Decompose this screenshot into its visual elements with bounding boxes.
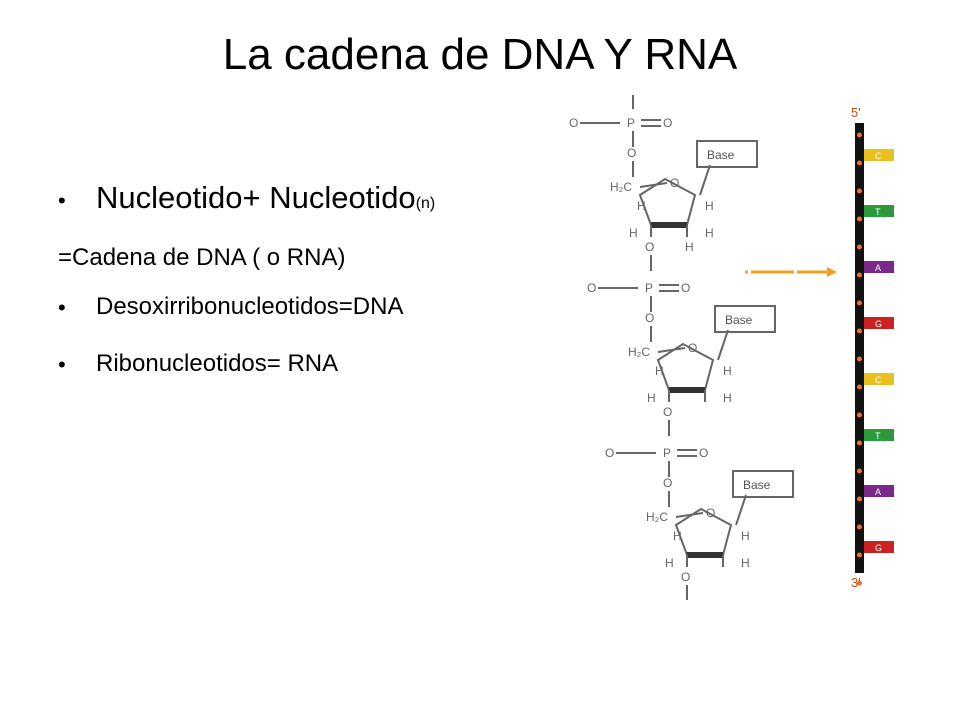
base-tag-C: [864, 373, 894, 385]
strand-node: [857, 216, 862, 222]
base-tag-T: [864, 429, 894, 441]
svg-text:H: H: [705, 226, 714, 240]
nucleotide-unit-3: O P O O H₂C O Base H H H H O: [605, 446, 794, 600]
svg-text:H: H: [665, 556, 674, 570]
strand-node: [857, 272, 862, 278]
svg-text:O: O: [587, 281, 596, 295]
strand-node: [857, 300, 862, 306]
bullet-dot: •: [58, 295, 66, 320]
svg-text:H: H: [673, 529, 682, 543]
strand-node: [857, 468, 862, 474]
strand-node: [857, 356, 862, 362]
base-tag-letter: C: [875, 151, 882, 161]
base-tag-letter: A: [875, 487, 881, 497]
base-tag-T: [864, 205, 894, 217]
svg-text:P: P: [663, 446, 671, 460]
svg-text:O: O: [681, 570, 690, 584]
svg-text:O: O: [699, 446, 708, 460]
strand-node: [857, 412, 862, 418]
strand-node: [857, 328, 862, 334]
base-tag-letter: A: [875, 263, 881, 273]
svg-text:H: H: [741, 556, 750, 570]
svg-text:O: O: [706, 506, 715, 520]
svg-text:O: O: [605, 446, 614, 460]
strand-node: [857, 524, 862, 530]
base-tag-A: [864, 261, 894, 273]
svg-text:O: O: [663, 116, 672, 130]
base-tag-letter: C: [875, 375, 882, 385]
slide-title: La cadena de DNA Y RNA: [222, 30, 738, 79]
text-chain-result: =Cadena de DNA ( o RNA): [58, 244, 346, 271]
svg-text:H: H: [685, 240, 694, 254]
svg-text:H: H: [705, 199, 714, 213]
base-tag-letter: G: [875, 543, 882, 553]
svg-text:O: O: [627, 146, 636, 160]
svg-text:O: O: [569, 116, 578, 130]
svg-text:H: H: [629, 226, 638, 240]
svg-text:P: P: [627, 116, 635, 130]
svg-text:O: O: [670, 176, 679, 190]
bullet-dot: •: [58, 188, 66, 213]
subscript-n: (n): [415, 195, 436, 212]
svg-text:O: O: [663, 405, 672, 419]
base-tag-letter: G: [875, 319, 882, 329]
strand-node: [857, 160, 862, 166]
strand-node: [857, 580, 862, 586]
base-tag-letter: T: [875, 431, 881, 441]
svg-text:H: H: [741, 529, 750, 543]
base-label: Base: [743, 478, 771, 492]
svg-text:H: H: [723, 364, 732, 378]
svg-text:P: P: [645, 281, 653, 295]
svg-text:H₂C: H₂C: [610, 180, 632, 194]
base-tag-C: [864, 149, 894, 161]
five-prime-label: 5': [851, 105, 861, 120]
dna-strand: [855, 123, 864, 573]
strand-node: [857, 552, 862, 558]
svg-text:H₂C: H₂C: [628, 345, 650, 359]
svg-text:H: H: [723, 391, 732, 405]
strand-node: [857, 188, 862, 194]
base-tag-G: [864, 317, 894, 329]
strand-node: [857, 244, 862, 250]
sugar-phosphate-backbone: O P O O H₂C O Base H H H H O: [569, 95, 794, 600]
strand-node: [857, 440, 862, 446]
svg-text:H: H: [647, 391, 656, 405]
bullet-text-dna: Desoxirribonucleotidos=DNA: [96, 293, 404, 320]
strand-node: [857, 132, 862, 138]
nucleotide-unit-1: O P O O H₂C O Base H H H H O: [569, 95, 758, 271]
nucleotide-unit-2: O P O O H₂C O Base H H H H O: [587, 281, 776, 436]
bullet-dot: •: [58, 352, 66, 377]
arrow-icon: [745, 267, 837, 277]
three-prime-label: 3': [851, 575, 861, 590]
svg-text:O: O: [688, 341, 697, 355]
base-tag-A: [864, 485, 894, 497]
strand-node: [857, 384, 862, 390]
strand-base-tags: C T A G C T A G: [857, 132, 894, 586]
svg-text:O: O: [663, 476, 672, 490]
svg-text:H₂C: H₂C: [646, 510, 668, 524]
base-tag-letter: T: [875, 207, 881, 217]
svg-text:O: O: [645, 311, 654, 325]
svg-text:O: O: [681, 281, 690, 295]
strand-node: [857, 496, 862, 502]
base-label: Base: [707, 148, 735, 162]
base-label: Base: [725, 313, 753, 327]
svg-text:O: O: [645, 240, 654, 254]
svg-text:H: H: [637, 199, 646, 213]
bullet-text-rna: Ribonucleotidos= RNA: [96, 350, 339, 377]
base-tag-G: [864, 541, 894, 553]
bullet-text-nucleotide-sum: Nucleotido+ Nucleotido: [96, 180, 416, 215]
nucleotide-chain-diagram: O P O O H₂C O Base H H H H O: [545, 95, 915, 605]
svg-text:H: H: [655, 364, 664, 378]
